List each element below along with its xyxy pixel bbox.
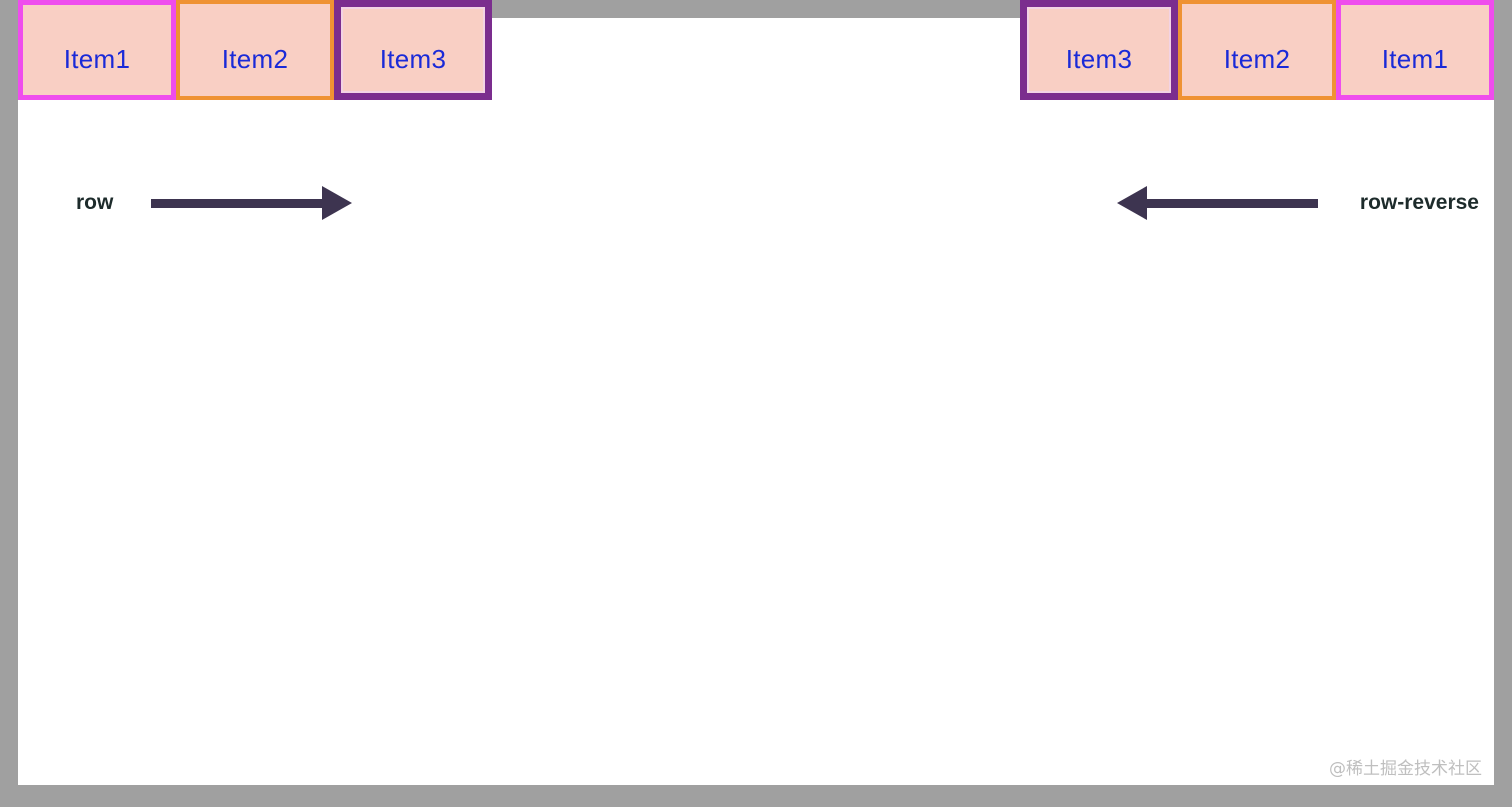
flex-item-box: Item1 <box>18 0 176 100</box>
arrow-left-icon <box>1116 186 1318 220</box>
flex-item-label: Item1 <box>63 43 131 74</box>
flex-item-label: Item1 <box>1381 43 1449 74</box>
arrow-shaft <box>151 198 324 208</box>
flex-item-box: Item2 <box>1178 0 1336 100</box>
flex-row-group: Item1 Item2 Item3 <box>18 0 492 100</box>
arrow-right-icon <box>151 186 353 220</box>
arrow-shaft <box>1145 198 1318 208</box>
flex-item-box: Item2 <box>176 0 334 100</box>
row-reverse-direction-label: row-reverse <box>1359 191 1479 214</box>
arrow-head <box>1116 186 1147 220</box>
diagram-canvas: Item1 Item2 Item3 Item3 Item2 Item1 row <box>18 0 1494 785</box>
flex-item-box: Item1 <box>1336 0 1494 100</box>
arrow-head <box>322 186 353 220</box>
row-direction-label: row <box>76 191 114 214</box>
flex-item-box: Item3 <box>1020 0 1178 100</box>
flex-item-label: Item3 <box>1065 43 1133 74</box>
flex-item-label: Item3 <box>379 43 447 74</box>
flex-item-label: Item2 <box>1223 43 1291 74</box>
watermark: @稀土掘金技术社区 <box>1329 759 1482 779</box>
row-direction-legend: row <box>76 173 353 233</box>
flex-item-label: Item2 <box>221 43 289 74</box>
flex-item-box: Item3 <box>334 0 492 100</box>
row-reverse-direction-legend: row-reverse <box>1116 173 1479 233</box>
flex-row-reverse-group: Item3 Item2 Item1 <box>1020 0 1494 100</box>
